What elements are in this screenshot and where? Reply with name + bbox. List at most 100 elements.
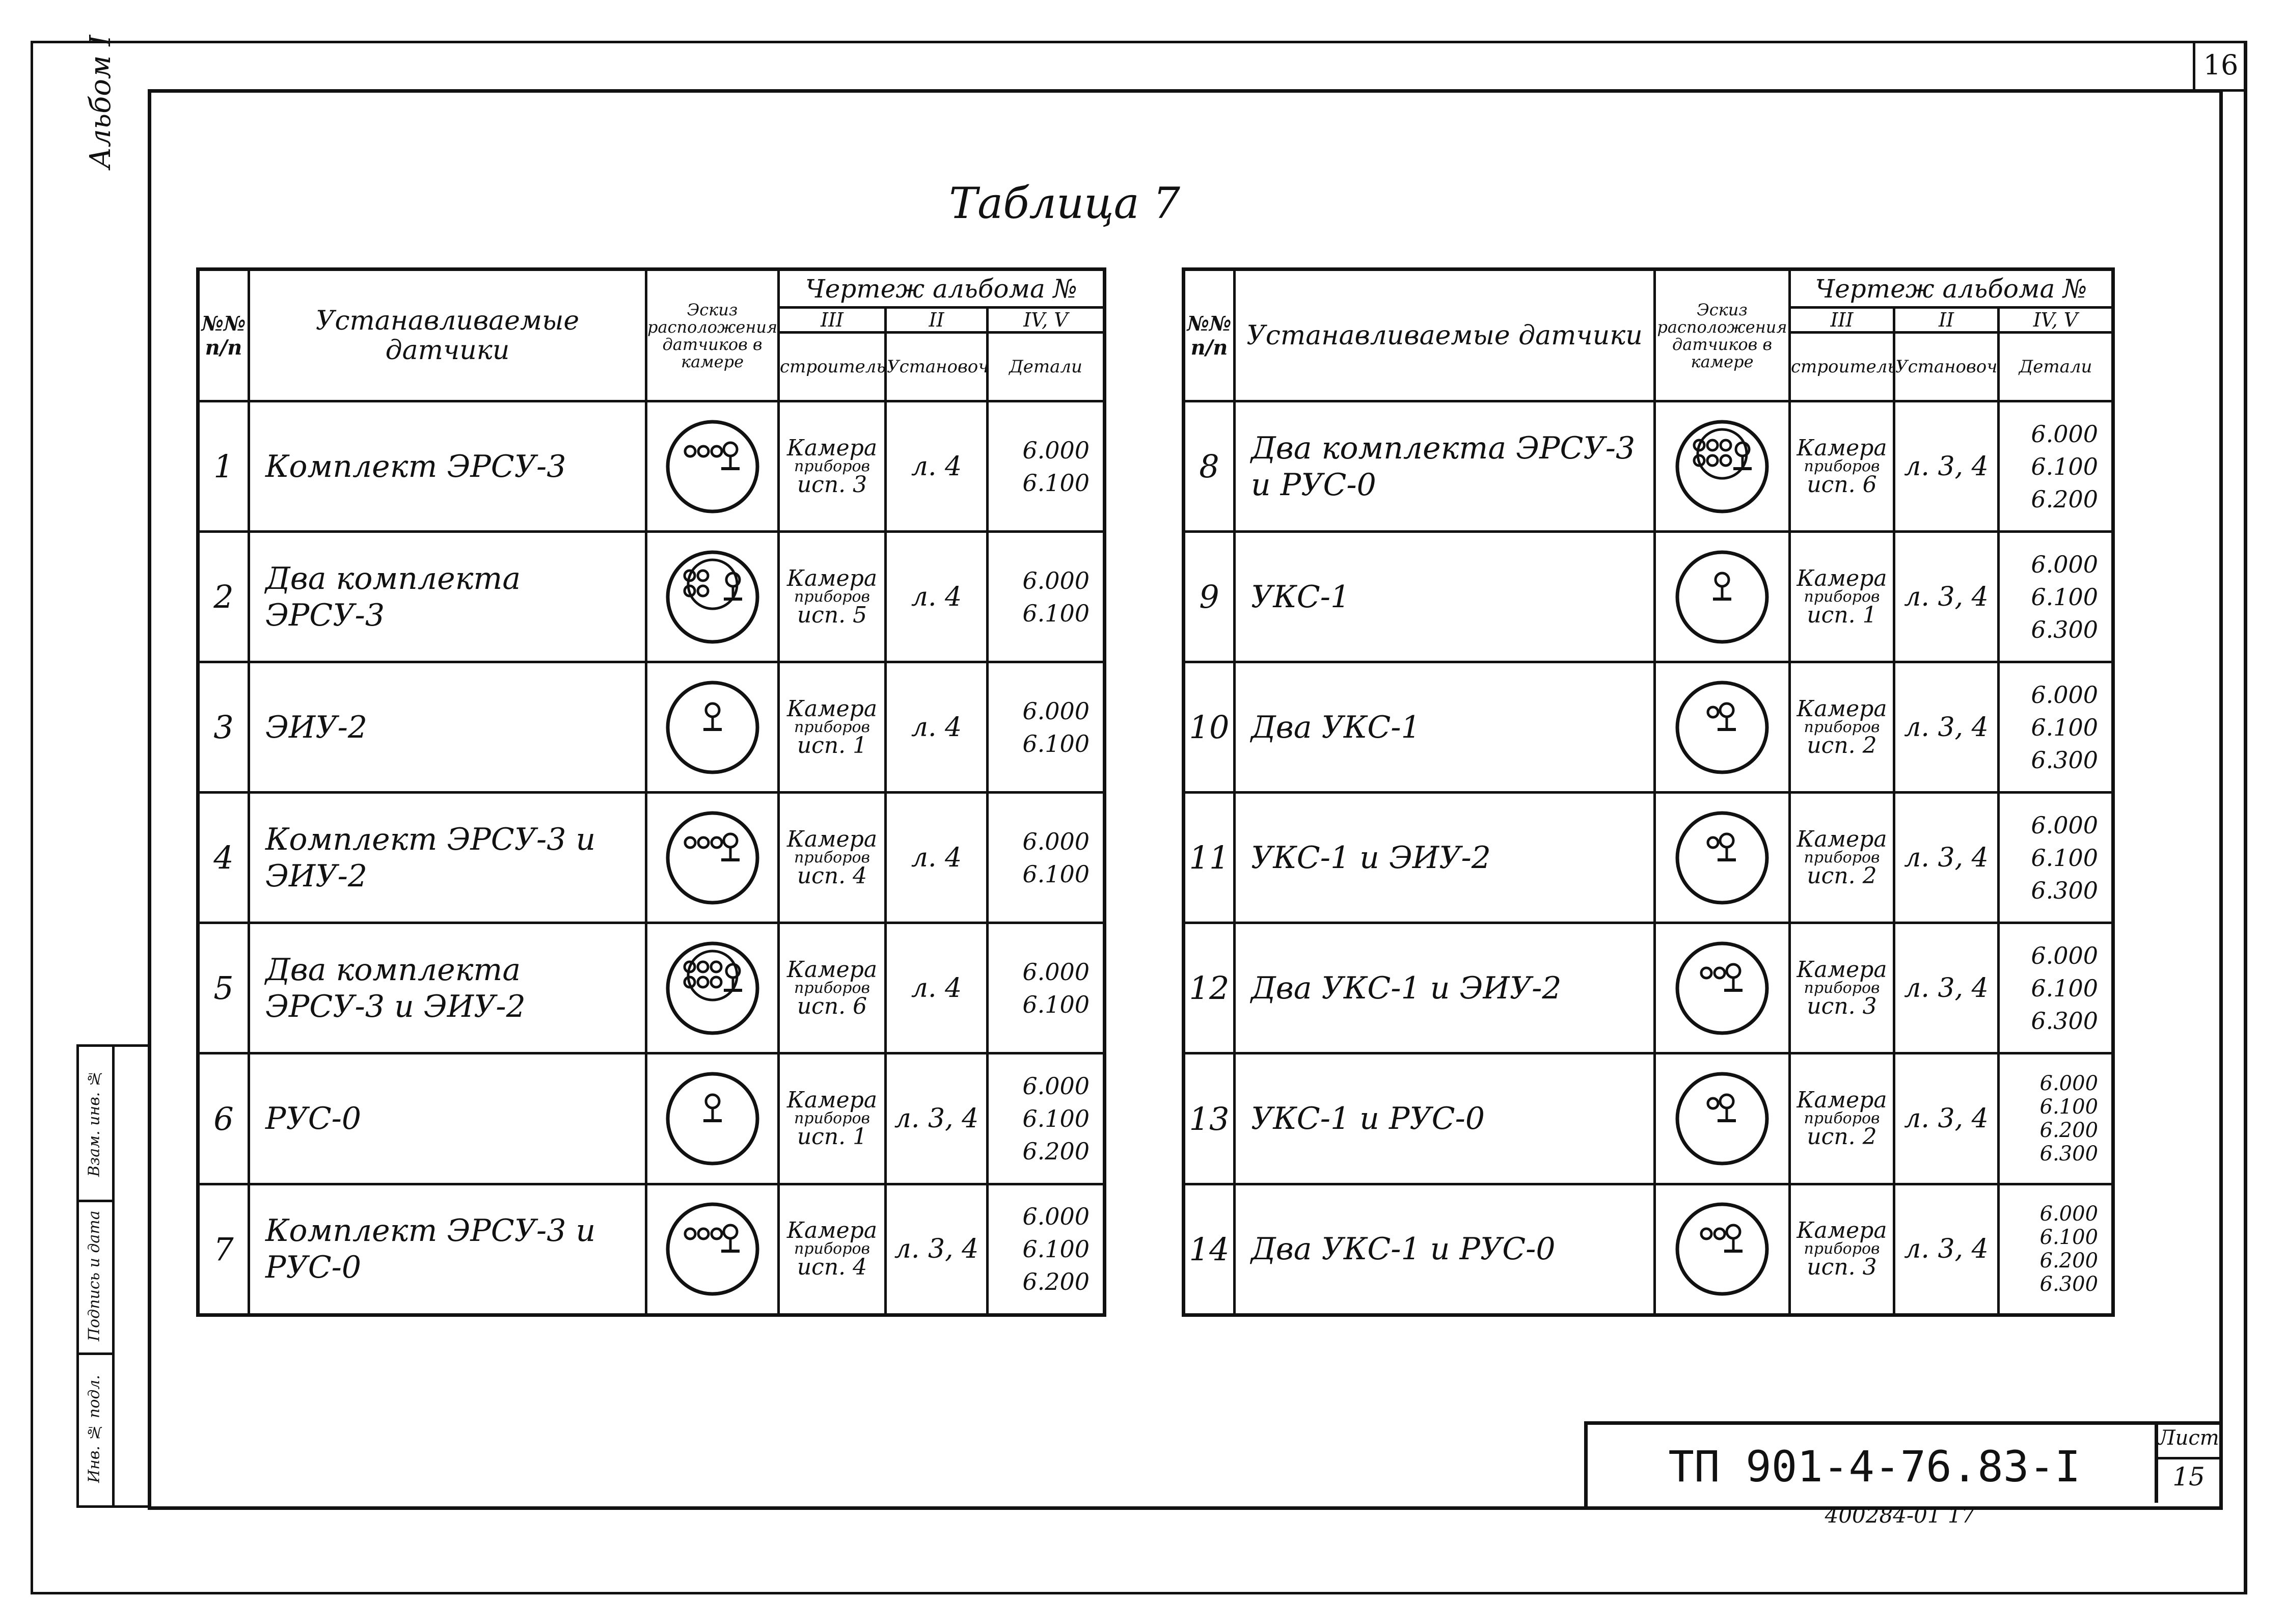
stamp-replacement-inv: Взам. инв. № [85,1069,103,1177]
sensor-layout-sketch [1653,399,1791,533]
camera-sketch-icon [666,550,759,644]
construction-ref-line: приборов [794,979,870,997]
row-number: 4 [197,791,250,925]
header-volume-iv-v: IV, V [1997,306,2115,334]
row-number: 11 [1182,791,1236,925]
installation-ref: л. 3, 4 [1893,1052,2000,1185]
camera-sketch-icon [666,1072,759,1166]
construction-ref-line: исп. 1 [1807,602,1877,628]
details-code: 6.200 [2039,1119,2099,1143]
details-code: 6.200 [1022,1268,1090,1296]
construction-ref-line: приборов [1804,587,1880,606]
row-number: 12 [1182,922,1236,1055]
installation-ref: л. 4 [884,399,989,533]
sheet-number: 15 [2172,1462,2205,1492]
camera-sketch-icon [1675,420,1769,513]
album-label: Альбом I [84,35,117,169]
construction-ref-line: Камера [1797,565,1887,591]
installation-ref: л. 4 [884,922,989,1055]
details-code: 6.100 [2031,583,2099,611]
camera-sketch-icon [1675,1202,1769,1296]
sensor-name: Комплект ЭРСУ-3 [248,399,647,533]
sensor-table-right: №№ п/п Устанавливаемые датчики Эскиз рас… [1182,267,2115,1317]
header-volume-iii: III [777,306,887,334]
sensor-name: Два комплекта ЭРСУ-3 и РУС-0 [1233,399,1656,533]
details-code: 6.200 [2039,1249,2099,1273]
construction-ref-line: Камера [1797,435,1887,461]
details-code: 6.100 [1022,860,1090,888]
details-code: 6.300 [2031,876,2099,904]
sensor-name: УКС-1 и ЭИУ-2 [1233,791,1656,925]
construction-ref-line: приборов [794,1109,870,1128]
sensor-table-left: №№ п/п Устанавливаемые датчики Эскиз рас… [196,267,1107,1317]
construction-ref-line: Камера [786,435,878,461]
details-code: 6.000 [2031,550,2099,578]
sensor-layout-sketch [645,791,780,925]
row-number: 14 [1182,1182,1236,1317]
sheet-label: Лист [2158,1426,2219,1459]
construction-ref-line: Камера [786,1087,878,1114]
details-code: 6.000 [1022,566,1090,594]
sensor-name: Два комплекта ЭРСУ-3 [248,530,647,664]
construction-ref-line: исп. 5 [797,602,867,628]
header-sketch: Эскиз расположения датчиков в камере [1653,268,1791,402]
sensor-name: ЭИУ-2 [248,661,647,794]
construction-ref-line: Камера [1797,1087,1887,1114]
header-details: Детали [1997,331,2115,402]
construction-ref-line: исп. 1 [797,1124,867,1150]
side-stamp: Взам. инв. № Подпись и дата Инв. № подл. [76,1044,150,1508]
construction-ref-line: Камера [786,826,878,852]
sensor-layout-sketch [645,1182,780,1317]
construction-ref-line: исп. 6 [1807,471,1877,498]
title-block [1584,1421,2219,1506]
header-album: Чертеж альбома № [1788,268,2115,309]
construction-ref-line: приборов [794,1240,870,1258]
construction-ref-line: исп. 6 [797,993,867,1019]
details-code: 6.000 [2031,420,2099,448]
row-number: 5 [197,922,250,1055]
details-code: 6.300 [2039,1273,2099,1296]
header-album: Чертеж альбома № [777,268,1106,309]
details-code: 6.300 [2031,615,2099,643]
construction-ref-line: приборов [1804,1109,1880,1128]
details-code: 6.100 [1022,1105,1090,1133]
camera-sketch-icon [666,681,759,774]
sensor-layout-sketch [1653,530,1791,664]
details-code: 6.000 [1022,697,1090,725]
document-code: ТП 901-4-76.83-I [1668,1442,2081,1492]
sensor-layout-sketch [1653,1052,1791,1185]
inner-frame [148,89,2223,1510]
sensor-layout-sketch [1653,922,1791,1055]
construction-ref-line: приборов [794,457,870,475]
header-sensors: Устанавливаемые датчики [248,268,647,402]
header-installation: Установочный [884,331,989,402]
header-number: №№ п/п [197,268,250,402]
details-code: 6.000 [2031,811,2099,839]
details-code: 6.300 [2031,746,2099,774]
details-code: 6.000 [2031,941,2099,969]
construction-ref-line: Камера [1797,956,1887,983]
outer-frame [31,41,2247,1594]
details-code: 6.200 [2031,485,2099,513]
row-number: 9 [1182,530,1236,664]
camera-sketch-icon [1675,811,1769,905]
sensor-name: Два УКС-1 и ЭИУ-2 [1233,922,1656,1055]
details-code: 6.000 [1022,958,1090,986]
construction-ref-line: исп. 4 [797,862,867,889]
construction-ref-line: исп. 4 [797,1254,867,1281]
sheet-corner-number: 16 [2193,41,2246,92]
sensor-name: Два УКС-1 [1233,661,1656,794]
